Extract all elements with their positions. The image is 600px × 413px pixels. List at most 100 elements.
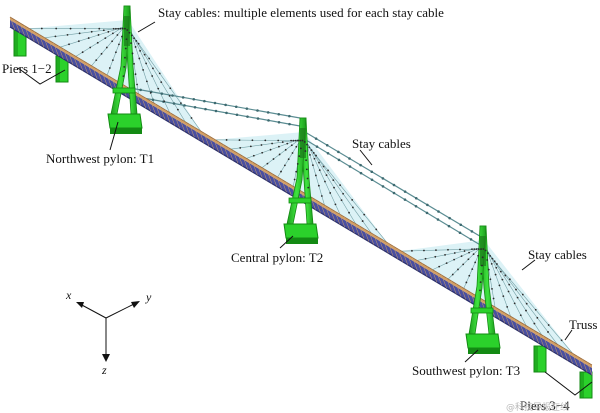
stay-cable-southwest-0: [399, 248, 485, 252]
cable-node-northwest-6-6: [122, 75, 125, 78]
cable-node-northwest-8-1: [130, 34, 133, 37]
stay-cable-northwest-9: [127, 25, 171, 114]
truss-diagonal-68: [339, 214, 345, 228]
truss-diagonal-26: [135, 92, 142, 106]
pylons: [107, 5, 501, 354]
truss-diagonal-45: [228, 147, 234, 161]
cable-node-northwest-7-6: [136, 83, 138, 86]
cable-node-southwest-10-1: [493, 260, 496, 263]
cable-node-southwest-10-6: [547, 331, 549, 333]
long-cable-t2-t3-lower-node-13: [447, 224, 451, 228]
cable-node-southwest-7-6: [506, 305, 509, 308]
cable-node-northwest-4-6: [95, 59, 98, 62]
truss-diagonal-55: [276, 176, 282, 190]
cable-node-southwest-3-5: [457, 268, 459, 271]
cable-node-southwest-3-3: [467, 258, 470, 261]
pylon-central-crossbeam: [288, 197, 312, 204]
cable-node-southwest-8-2: [495, 266, 498, 269]
long-cable-t1-t2-upper-node-13: [266, 111, 270, 114]
cable-node-central-9-6: [348, 211, 350, 214]
truss-diagonal-112: [552, 341, 559, 355]
leader-piers-3-4: [544, 371, 593, 396]
long-cable-t1-t2-upper-node-15: [288, 114, 291, 118]
cable-node-northwest-0-3: [84, 27, 86, 30]
truss-diagonal-85: [422, 263, 428, 277]
truss-diagonal-67: [334, 211, 341, 225]
long-cable-t2-t3-upper-node-6: [370, 170, 374, 174]
long-cable-t2-t3-lower-node-11: [425, 211, 429, 215]
cable-node-central-9-1: [310, 149, 313, 152]
truss-diagonal-3: [24, 25, 30, 39]
cable-node-northwest-10-5: [168, 94, 171, 97]
truss-diagonal-108: [533, 330, 539, 344]
cable-node-central-7-1: [306, 143, 308, 146]
cable-node-northwest-2-2: [107, 30, 110, 33]
label-truss: Truss: [569, 317, 597, 332]
cable-node-southwest-8-4: [507, 290, 510, 293]
label-piers-1-2: Piers 1−2: [2, 61, 52, 76]
cable-node-southwest-0-1: [471, 248, 473, 251]
stay-cable-central-11: [303, 140, 389, 245]
cable-node-southwest-11-1: [496, 263, 498, 265]
long-cable-t1-t2-lower-node-8: [214, 109, 218, 113]
piers: [13, 29, 593, 399]
long-cable-t2-t3-lower-node-4: [348, 165, 352, 168]
truss-diagonal-92: [455, 283, 462, 297]
truss-diagonal-50: [252, 161, 258, 175]
truss-diagonal-18: [97, 69, 103, 83]
long-cable-t2-t3-upper-node-10: [414, 196, 418, 200]
cable-node-southwest-11-2: [508, 278, 511, 281]
cable-node-northwest-8-4: [142, 69, 145, 71]
truss-diagonal-52: [261, 167, 268, 181]
label-central-pylon: Central pylon: T2: [231, 250, 323, 265]
truss-diagonal-0: [9, 16, 16, 30]
cable-node-central-2-2: [286, 142, 289, 145]
stay-cable-northwest-3: [74, 23, 129, 58]
truss-diagonal-70: [349, 219, 355, 233]
truss-diagonal-9: [53, 43, 59, 57]
cable-node-northwest-8-6: [149, 91, 152, 94]
cable-node-southwest-5-5: [479, 281, 482, 283]
pylon-northwest-crossbeam: [112, 87, 136, 94]
cable-node-central-2-1: [294, 139, 297, 142]
truss-diagonal-53: [266, 170, 273, 184]
cable-node-southwest-1-1: [473, 248, 476, 251]
cable-node-northwest-0-6: [40, 27, 43, 30]
truss-diagonal-78: [388, 243, 394, 257]
cable-node-northwest-1-5: [66, 33, 69, 36]
truss-diagonal-74: [368, 231, 374, 245]
cable-node-southwest-0-4: [435, 249, 437, 252]
cable-node-southwest-10-3: [515, 288, 517, 291]
cable-node-southwest-3-1: [477, 248, 480, 250]
cable-node-southwest-8-6: [519, 314, 522, 317]
cable-node-central-10-1: [312, 151, 315, 154]
stay-cable-central-3: [261, 135, 305, 169]
truss-diagonal-44: [223, 144, 229, 158]
truss-diagonal-5: [34, 31, 40, 45]
cable-node-central-8-4: [324, 180, 326, 183]
x-axis-line: [79, 303, 107, 319]
cable-node-central-3-2: [290, 144, 293, 147]
cable-node-central-6-6: [307, 186, 310, 189]
cable-node-central-3-3: [284, 148, 287, 151]
truss-diagonal-115: [567, 350, 573, 364]
cable-node-northwest-10-3: [152, 67, 154, 70]
cable-node-central-4-1: [299, 139, 302, 142]
label-stay-cables-multiple: Stay cables: multiple elements used for …: [158, 5, 444, 20]
pylon-southwest-footing: [468, 348, 500, 354]
cable-node-central-10-4: [342, 192, 345, 195]
y-axis-arrow: [131, 301, 140, 308]
cable-node-northwest-2-3: [97, 34, 100, 36]
pylon-southwest-anchor-zone: [480, 236, 486, 266]
cable-node-southwest-9-4: [516, 296, 519, 299]
cable-node-southwest-10-4: [525, 302, 528, 305]
cable-node-central-10-6: [361, 220, 364, 222]
pylon-northwest-anchor-zone: [124, 16, 130, 46]
cable-node-northwest-0-2: [98, 27, 101, 30]
long-cable-t1-t2-upper-node-1: [139, 88, 142, 92]
cable-node-central-2-4: [269, 148, 272, 151]
truss-diagonal-14: [77, 57, 83, 71]
leader-stay-right: [521, 259, 536, 271]
cable-node-northwest-10-2: [143, 53, 146, 56]
truss-diagonal-54: [271, 173, 277, 187]
